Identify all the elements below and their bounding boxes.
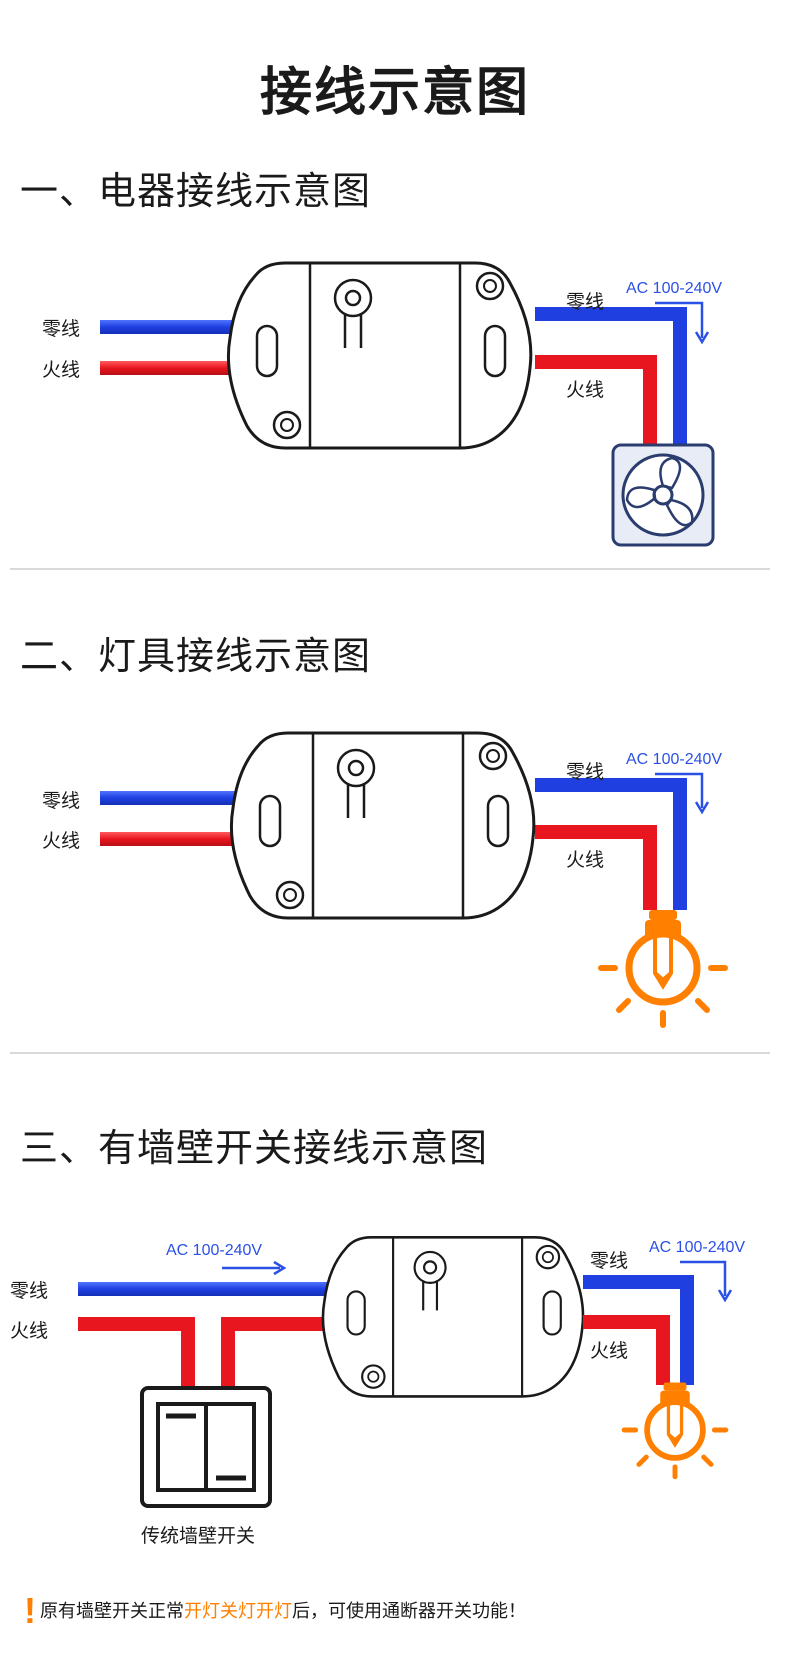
right-live-label: 火线 bbox=[566, 850, 605, 871]
voltage-label: AC 100-240V bbox=[626, 751, 723, 768]
right-neutral-wire bbox=[535, 778, 687, 910]
right-live-label: 火线 bbox=[566, 380, 605, 401]
diagram-lamp bbox=[100, 731, 725, 1025]
switch-module bbox=[321, 1236, 585, 1398]
right-neutral-label: 零线 bbox=[566, 762, 605, 783]
wall-switch-icon bbox=[140, 1386, 272, 1508]
left-neutral-label: 零线 bbox=[42, 791, 81, 812]
right-neutral-label: 零线 bbox=[566, 292, 605, 313]
note-highlight: 开灯关灯开灯 bbox=[184, 1601, 292, 1621]
voltage-arrow bbox=[655, 301, 704, 338]
right-live-wire bbox=[535, 355, 657, 450]
right-neutral-wire bbox=[583, 1275, 694, 1385]
left-live-label: 火线 bbox=[42, 831, 81, 852]
note-prefix: 原有墙壁开关正常 bbox=[40, 1601, 184, 1621]
exclamation-icon: ! bbox=[24, 1590, 36, 1631]
note-suffix: 后，可使用通断器开关功能！ bbox=[292, 1601, 526, 1621]
left-neutral-wire bbox=[78, 1282, 328, 1296]
light-bulb-icon bbox=[601, 910, 725, 1025]
section-divider bbox=[10, 1052, 770, 1054]
section-divider bbox=[10, 568, 770, 570]
voltage-label: AC 100-240V bbox=[626, 280, 723, 297]
left-neutral-wire bbox=[100, 791, 235, 805]
voltage-arrow-right bbox=[680, 1260, 727, 1296]
wall-switch-label: 传统墙壁开关 bbox=[141, 1526, 256, 1547]
section-title-appliance: 一、电器接线示意图 bbox=[20, 171, 372, 213]
left-live-wire bbox=[78, 1317, 195, 1390]
left-live-label: 火线 bbox=[10, 1321, 49, 1342]
diagram-appliance bbox=[100, 261, 715, 547]
right-live-label: 火线 bbox=[590, 1341, 629, 1362]
left-live-wire bbox=[100, 832, 235, 846]
switch-module bbox=[226, 261, 533, 450]
section-title-wall-switch: 三、有墙壁开关接线示意图 bbox=[20, 1128, 489, 1170]
light-bulb-icon bbox=[624, 1382, 726, 1476]
right-neutral-wire bbox=[535, 307, 687, 450]
left-live-label: 火线 bbox=[42, 360, 81, 381]
right-neutral-label: 零线 bbox=[590, 1251, 629, 1272]
voltage-label-left: AC 100-240V bbox=[166, 1242, 263, 1259]
switch-module bbox=[229, 731, 536, 920]
footer-note: !原有墙壁开关正常开灯关灯开灯后，可使用通断器开关功能！ bbox=[24, 1590, 526, 1632]
page-title: 接线示意图 bbox=[259, 64, 530, 122]
left-neutral-label: 零线 bbox=[10, 1281, 49, 1302]
left-neutral-label: 零线 bbox=[42, 319, 81, 340]
fan-icon bbox=[611, 443, 715, 547]
section-title-lamp: 二、灯具接线示意图 bbox=[20, 636, 372, 678]
left-live-wire bbox=[100, 361, 235, 375]
right-live-wire bbox=[583, 1315, 670, 1385]
voltage-label-right: AC 100-240V bbox=[649, 1239, 746, 1256]
right-live-wire bbox=[535, 825, 657, 910]
diagram-wall-switch bbox=[78, 1236, 733, 1508]
left-neutral-wire bbox=[100, 320, 235, 334]
voltage-arrow bbox=[655, 772, 704, 808]
